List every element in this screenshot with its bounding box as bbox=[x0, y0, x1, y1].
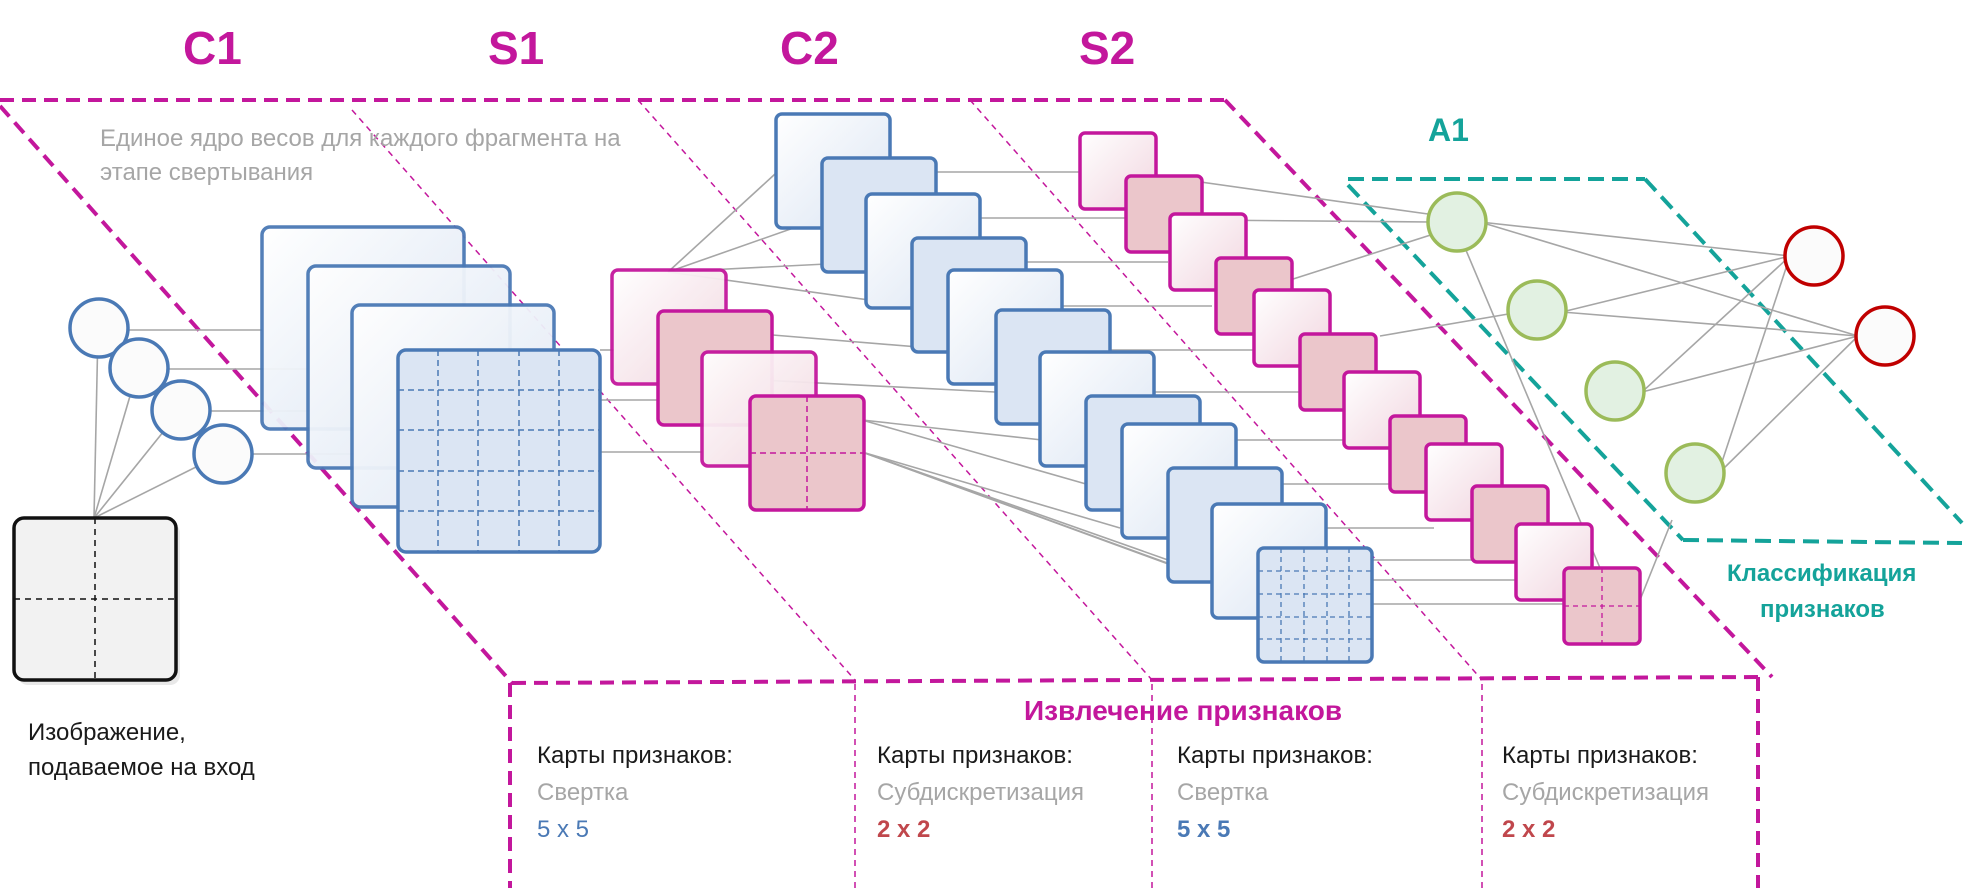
kernel-note-line2: этапе свертывания bbox=[100, 159, 313, 186]
input-neurons bbox=[68, 297, 254, 485]
stage-label-s1: S1 bbox=[488, 22, 544, 74]
c1-feature-maps bbox=[260, 225, 602, 554]
a1-neurons bbox=[1426, 191, 1726, 504]
stage-dividers bbox=[351, 99, 1483, 888]
stage-label-s2: S2 bbox=[1079, 22, 1135, 74]
column-1-operation: Свертка bbox=[537, 779, 629, 806]
stage-label-a1: A1 bbox=[1428, 112, 1469, 148]
column-2-size: 2 x 2 bbox=[877, 816, 930, 843]
input-label-line1: Изображение, bbox=[28, 719, 186, 746]
column-4-operation: Субдискретизация bbox=[1502, 779, 1709, 806]
stage-label-c1: C1 bbox=[183, 22, 242, 74]
classification-label-line2: признаков bbox=[1760, 596, 1885, 623]
column-4-size: 2 x 2 bbox=[1502, 816, 1555, 843]
c2-feature-maps bbox=[774, 112, 1374, 664]
feature-extraction-frame bbox=[0, 98, 1774, 888]
column-3-size: 5 x 5 bbox=[1177, 816, 1230, 843]
column-3-label: Карты признаков: bbox=[1177, 742, 1373, 769]
column-4-label: Карты признаков: bbox=[1502, 742, 1698, 769]
s1-feature-maps bbox=[610, 268, 866, 512]
column-1-size: 5 x 5 bbox=[537, 816, 589, 843]
input-image bbox=[12, 516, 180, 685]
s2-feature-maps bbox=[1078, 131, 1642, 646]
stage-label-c2: C2 bbox=[780, 22, 839, 74]
classification-label-line1: Классификация bbox=[1727, 560, 1916, 587]
input-label-line2: подаваемое на вход bbox=[28, 754, 255, 781]
extraction-title: Извлечение признаков bbox=[1024, 695, 1342, 726]
column-2-label: Карты признаков: bbox=[877, 742, 1073, 769]
kernel-note-line1: Единое ядро весов для каждого фрагмента … bbox=[100, 125, 621, 152]
column-3-operation: Свертка bbox=[1177, 779, 1269, 806]
column-1-label: Карты признаков: bbox=[537, 742, 733, 769]
output-neurons bbox=[1783, 225, 1916, 367]
column-2-operation: Субдискретизация bbox=[877, 779, 1084, 806]
